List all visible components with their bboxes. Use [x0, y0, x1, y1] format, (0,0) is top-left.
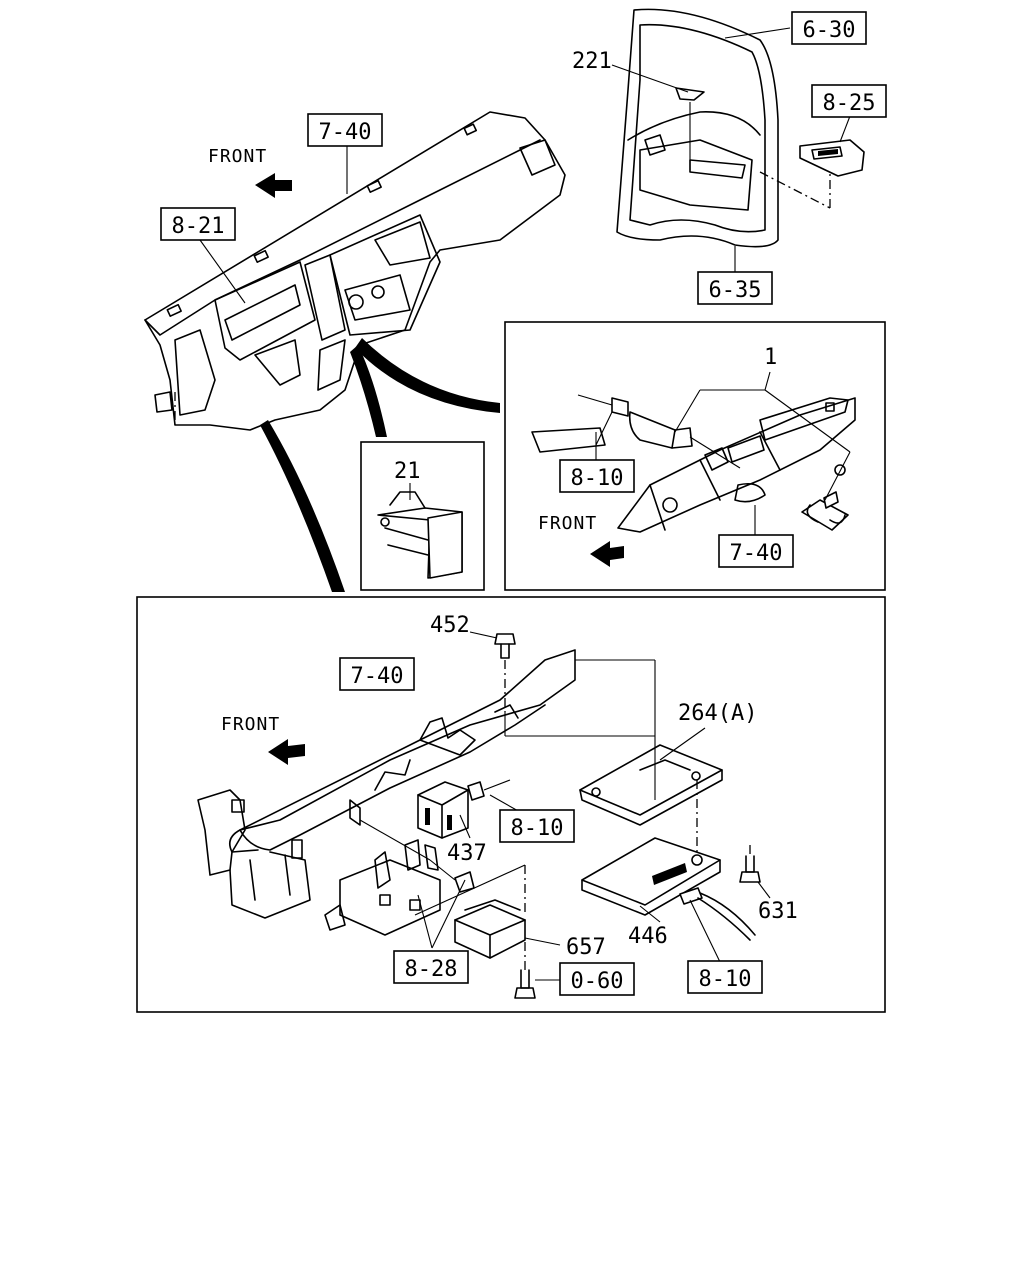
label-0-60: 0-60	[571, 969, 624, 994]
label-part-264a: 264(A)	[678, 701, 757, 726]
label-8-10-inset: 8-10	[571, 466, 624, 491]
ref-box-0-60[interactable]	[559, 962, 635, 996]
label-part-437: 437	[447, 841, 487, 866]
part-264a-bracket	[579, 727, 723, 855]
ref-box-7-40-bottom[interactable]	[339, 657, 415, 691]
part-21-switch	[377, 483, 463, 579]
ref-box-6-30[interactable]	[791, 11, 867, 45]
ref-box-7-40-inset[interactable]	[718, 534, 794, 568]
dashboard-illustration	[144, 111, 566, 431]
label-part-221: 221	[572, 49, 612, 74]
ref-box-8-10-bottom[interactable]	[687, 960, 763, 994]
bottom-assembly-illustration	[197, 631, 656, 919]
label-front-inset: FRONT	[538, 513, 597, 534]
part-437-relay	[417, 779, 521, 839]
ref-box-6-35[interactable]	[697, 271, 773, 305]
part-8-25-switch	[759, 115, 865, 209]
part-1-switch-panel	[531, 371, 856, 537]
label-8-10-bottom: 8-10	[699, 967, 752, 992]
front-arrow-bottom	[268, 739, 305, 765]
label-front-top: FRONT	[208, 146, 267, 167]
front-arrow-top	[255, 173, 292, 198]
label-part-452: 452	[430, 613, 470, 638]
label-7-40-inset: 7-40	[730, 541, 783, 566]
inset-panel-part-1	[504, 321, 886, 591]
ref-box-8-10-inset[interactable]	[559, 459, 635, 493]
part-8-28-bracket	[324, 819, 475, 949]
label-part-631: 631	[758, 899, 798, 924]
front-arrow-inset	[590, 541, 624, 567]
label-part-1: 1	[764, 345, 777, 370]
cab-door-illustration	[611, 8, 791, 272]
ref-box-8-10-mid[interactable]	[499, 809, 575, 843]
label-7-40-bottom: 7-40	[351, 664, 404, 689]
bottom-panel	[136, 596, 886, 1013]
ref-box-8-21[interactable]	[160, 207, 236, 241]
inset-panel-part-21	[360, 441, 485, 591]
label-8-28: 8-28	[405, 957, 458, 982]
label-6-35: 6-35	[709, 278, 762, 303]
ref-box-7-40-top[interactable]	[307, 113, 383, 147]
label-6-30: 6-30	[803, 18, 856, 43]
label-8-10-mid: 8-10	[511, 816, 564, 841]
label-part-657: 657	[566, 935, 606, 960]
ref-box-8-25[interactable]	[811, 84, 887, 118]
label-8-25: 8-25	[823, 91, 876, 116]
label-8-21: 8-21	[172, 214, 225, 239]
ref-box-8-28[interactable]	[393, 950, 469, 984]
label-part-446: 446	[628, 924, 668, 949]
label-part-21: 21	[394, 459, 421, 484]
label-front-bottom: FRONT	[221, 714, 280, 735]
label-7-40-top: 7-40	[319, 120, 372, 145]
callout-leaders	[260, 338, 500, 592]
part-657-module	[414, 864, 561, 999]
part-446-module	[581, 837, 771, 963]
